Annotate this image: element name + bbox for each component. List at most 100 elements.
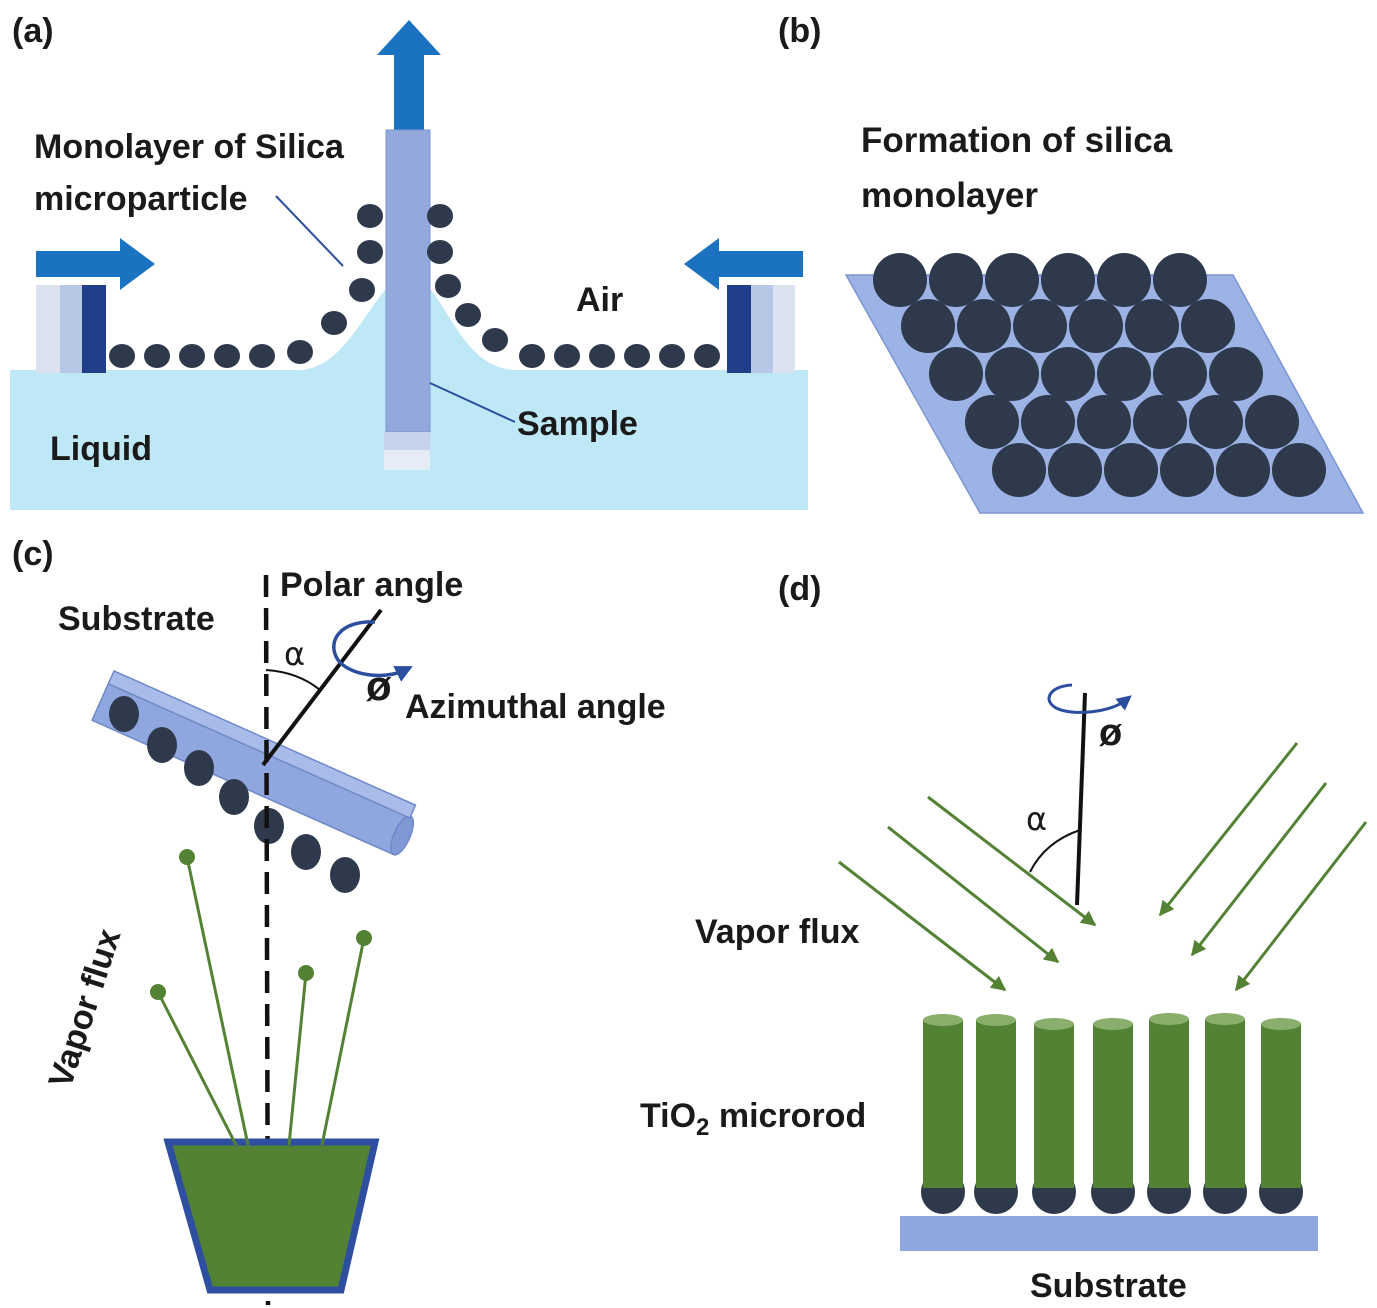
left-barrier-mid — [60, 285, 82, 373]
particle — [435, 274, 461, 298]
particle — [1097, 347, 1151, 401]
particle — [179, 344, 205, 368]
substrate-label-d: Substrate — [1030, 1267, 1187, 1305]
tilted-substrate-top — [107, 669, 417, 819]
monolayer-leader-line — [275, 195, 344, 267]
sample-slide-bottom — [384, 432, 430, 450]
particle — [1189, 395, 1243, 449]
particle — [321, 311, 347, 335]
particle — [357, 204, 383, 228]
flux-line — [185, 856, 250, 1146]
microrod — [1203, 1013, 1247, 1214]
microrod — [1147, 1013, 1191, 1214]
silica-particles-c — [109, 696, 360, 893]
particle — [965, 395, 1019, 449]
panel-a: (a) — [10, 12, 808, 510]
particle — [427, 240, 453, 264]
flux-line — [320, 937, 366, 1146]
silica-monolayer-b — [873, 253, 1326, 497]
microrod-body — [976, 1020, 1016, 1188]
panel-d: (d) ø α Vapor flux TiO2 microrod Substra… — [640, 570, 1368, 1305]
particle — [254, 808, 284, 844]
microrod-top — [1093, 1018, 1133, 1030]
particle — [1013, 299, 1067, 353]
phi-symbol-d: ø — [1099, 712, 1123, 754]
substrate-normal — [261, 608, 383, 767]
vapor-flux-c — [156, 856, 366, 1146]
particle — [624, 344, 650, 368]
right-barrier-mid — [751, 285, 773, 373]
particle — [330, 857, 360, 893]
panel-b-title-line2: monolayer — [861, 176, 1038, 215]
particle — [929, 347, 983, 401]
microrod-body — [1261, 1024, 1301, 1188]
air-label: Air — [576, 281, 623, 319]
panel-d-label: (d) — [778, 570, 821, 608]
sample-slide — [385, 129, 431, 433]
panel-b-label: (b) — [778, 12, 821, 50]
particle — [1272, 443, 1326, 497]
particle — [249, 344, 275, 368]
panel-c-label: (c) — [12, 535, 54, 573]
substrate-label-c: Substrate — [58, 600, 215, 638]
particle — [214, 344, 240, 368]
left-push-arrow — [36, 238, 155, 290]
microrod-top — [1034, 1018, 1074, 1030]
vapor-flux-label-d: Vapor flux — [695, 913, 859, 951]
vapor-flux-d — [838, 742, 1368, 992]
flux-arrow — [887, 825, 1060, 964]
microrod-label: TiO2 microrod — [640, 1097, 866, 1141]
polar-angle-label: Polar angle — [280, 566, 463, 604]
particle — [554, 344, 580, 368]
particle — [349, 278, 375, 302]
panel-a-label: (a) — [12, 12, 54, 50]
liquid-body-right — [428, 286, 808, 510]
particle — [1245, 395, 1299, 449]
tilted-substrate — [91, 669, 417, 856]
sample-label: Sample — [517, 405, 638, 443]
flux-arrow — [838, 860, 1007, 992]
microrod — [1259, 1018, 1303, 1214]
microrod-top — [1205, 1013, 1245, 1025]
microrod-top — [923, 1014, 963, 1026]
microrod-body — [1034, 1024, 1074, 1188]
particle — [287, 340, 313, 364]
vapor-dot — [356, 930, 372, 946]
vapor-flux-label-c: Vapor flux — [41, 924, 128, 1092]
particle — [1097, 253, 1151, 307]
particle — [985, 347, 1039, 401]
left-barrier-dark — [82, 285, 106, 373]
flux-arrow — [1158, 742, 1299, 917]
particle — [1153, 253, 1207, 307]
panel-b-title-line1: Formation of silica — [861, 121, 1173, 160]
azimuthal-rotation-arrow-d — [1047, 683, 1132, 714]
tilted-substrate-side — [91, 680, 412, 856]
substrate-base-d — [900, 1216, 1318, 1251]
lift-arrow — [377, 20, 441, 130]
right-push-arrow — [684, 238, 803, 290]
azimuthal-angle-label: Azimuthal angle — [405, 688, 666, 726]
flux-line — [287, 972, 308, 1146]
monolayer-label-line2: microparticle — [34, 180, 248, 218]
particle — [455, 303, 481, 327]
particle — [1021, 395, 1075, 449]
microrod-top — [1149, 1013, 1189, 1025]
normal-line-d — [1075, 692, 1087, 906]
microrod — [1091, 1018, 1135, 1214]
particle — [1153, 347, 1207, 401]
particle — [929, 253, 983, 307]
microrod-top — [976, 1014, 1016, 1026]
particle — [184, 750, 214, 786]
particle — [985, 253, 1039, 307]
particle — [589, 344, 615, 368]
microrods — [921, 1013, 1303, 1214]
particle — [147, 727, 177, 763]
particle — [1209, 347, 1263, 401]
microrod-text: microrod — [709, 1097, 866, 1135]
microrod — [1032, 1018, 1076, 1214]
crucible — [163, 1138, 380, 1294]
particle — [957, 299, 1011, 353]
particle — [144, 344, 170, 368]
particle — [1104, 443, 1158, 497]
